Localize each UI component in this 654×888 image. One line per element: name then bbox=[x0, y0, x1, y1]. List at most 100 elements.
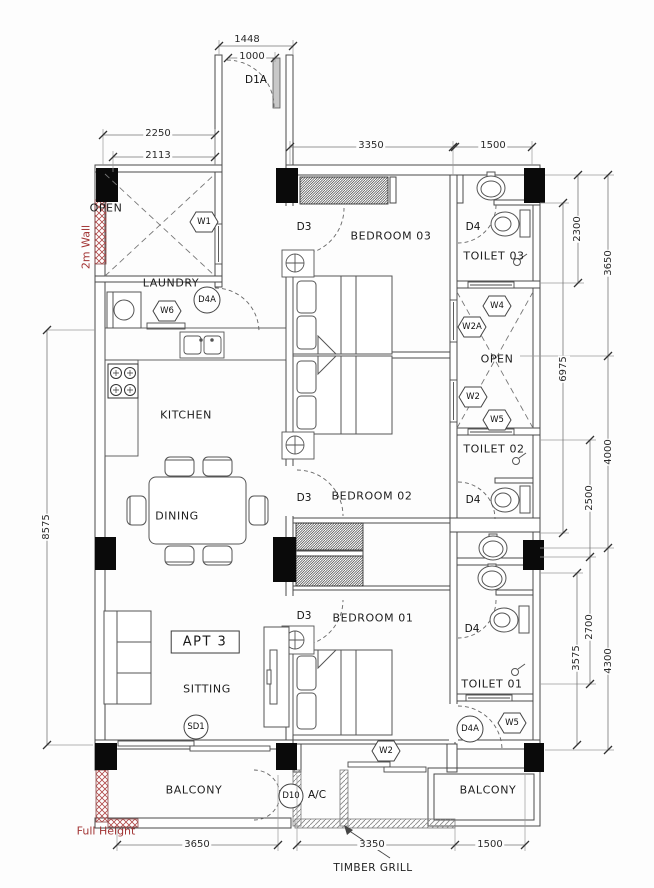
door-label-d4-toilet02: D4 bbox=[465, 493, 481, 506]
wc-toilet03 bbox=[490, 209, 531, 238]
structural-columns bbox=[95, 168, 545, 772]
door-swings bbox=[214, 59, 503, 821]
room-label-toilet01: TOILET 01 bbox=[461, 677, 523, 691]
basin-vanity-low bbox=[477, 563, 507, 591]
ac-label: A/C bbox=[307, 788, 327, 801]
dim-right-2300: 2300 bbox=[572, 215, 584, 243]
window-tag-w4: W4 bbox=[490, 300, 504, 311]
dim-topleft-outer: 2250 bbox=[143, 128, 173, 139]
circle-d4a-lobby bbox=[456, 715, 484, 743]
door-openings bbox=[284, 206, 458, 742]
note-full-height: Full Height bbox=[76, 824, 136, 838]
circle-d4a-laundry bbox=[193, 286, 221, 314]
shower-symbols bbox=[511, 253, 528, 676]
door-d4a-lobby-arc bbox=[457, 705, 503, 751]
sofa bbox=[103, 610, 152, 705]
window-tag-w2-bottom: W2 bbox=[379, 745, 393, 756]
bed-bedroom01 bbox=[292, 649, 393, 736]
room-label-balcony-right: BALCONY bbox=[459, 783, 517, 797]
wardrobes bbox=[295, 176, 389, 587]
basin-vanity-top bbox=[476, 171, 506, 201]
door-d10-arc-lower bbox=[253, 795, 281, 821]
dim-right-6975: 6975 bbox=[558, 355, 570, 383]
washing-machine bbox=[106, 291, 142, 329]
dim-right-4300: 4300 bbox=[603, 647, 615, 675]
dim-entry-inner: 1000 bbox=[237, 51, 267, 62]
room-label-open-right: OPEN bbox=[480, 352, 514, 366]
dim-bottom-1500: 1500 bbox=[475, 839, 505, 850]
bed-bedroom03 bbox=[292, 275, 393, 355]
kitchen-sink bbox=[179, 331, 225, 359]
sliding-door-sd1 bbox=[117, 740, 195, 747]
dim-left-overall: 8575 bbox=[41, 513, 53, 541]
dimension-ticks bbox=[42, 41, 613, 850]
room-label-bedroom01: BEDROOM 01 bbox=[332, 611, 414, 625]
window-tag-w1: W1 bbox=[197, 216, 211, 227]
dim-right-2500: 2500 bbox=[584, 484, 596, 512]
door-tag-d4a-laundry: D4A bbox=[198, 294, 216, 305]
door-d4a-laundry-arc bbox=[214, 287, 260, 333]
hex-w1 bbox=[189, 211, 219, 233]
basin-vanity-mid bbox=[478, 533, 508, 561]
apartment-unit-tag: APT 3 bbox=[170, 630, 240, 654]
dim-bottom-3650: 3650 bbox=[182, 839, 212, 850]
wc-toilet01 bbox=[489, 605, 530, 634]
dim-right-3575: 3575 bbox=[571, 644, 583, 672]
room-label-bedroom02: BEDROOM 02 bbox=[331, 489, 413, 503]
laundry-window bbox=[146, 322, 186, 330]
door-d4-toilet01-arc bbox=[457, 599, 497, 639]
door-tag-d10: D10 bbox=[282, 790, 300, 801]
room-label-toilet03: TOILET 03 bbox=[463, 249, 525, 263]
window-tag-w5-bottom: W5 bbox=[505, 717, 519, 728]
stove bbox=[107, 363, 139, 399]
dim-right-3650: 3650 bbox=[603, 249, 615, 277]
dim-top-bedrooms: 3350 bbox=[356, 140, 386, 151]
dining-set bbox=[126, 456, 269, 566]
room-label-bedroom03: BEDROOM 03 bbox=[350, 229, 432, 243]
hex-w4 bbox=[482, 295, 512, 317]
door-label-d3-bedroom01: D3 bbox=[296, 609, 312, 622]
door-d1a-leaf bbox=[272, 57, 281, 109]
dim-right-2700: 2700 bbox=[584, 613, 596, 641]
window-w2-bedroom01 bbox=[347, 761, 391, 768]
room-label-toilet02: TOILET 02 bbox=[463, 442, 525, 456]
door-label-d1a: D1A bbox=[245, 73, 267, 86]
hex-w2-bottom bbox=[371, 740, 401, 762]
door-d4-toilet03-arc bbox=[457, 204, 497, 244]
door-tag-sd1: SD1 bbox=[187, 721, 205, 732]
kitchen-counter bbox=[104, 327, 287, 457]
window-symbols bbox=[117, 223, 515, 773]
room-label-open-left: OPEN bbox=[89, 201, 123, 215]
circle-sd1 bbox=[183, 714, 209, 740]
dim-right-4000: 4000 bbox=[603, 438, 615, 466]
window-tag-w2a: W2A bbox=[462, 321, 482, 332]
hex-w6 bbox=[152, 300, 182, 322]
dim-topleft-inner: 2113 bbox=[143, 150, 173, 161]
note-2m-wall: 2m Wall bbox=[79, 224, 93, 270]
window-tag-hexagons bbox=[152, 211, 527, 762]
bed-bedroom02 bbox=[292, 355, 393, 435]
hatched-walls bbox=[94, 199, 139, 828]
door-tag-d4a-lobby: D4A bbox=[461, 723, 479, 734]
room-label-sitting: SITTING bbox=[183, 682, 231, 696]
hex-w5-open bbox=[482, 409, 512, 431]
door-d3-bedroom02-arc bbox=[296, 469, 344, 517]
dim-top-toilets: 1500 bbox=[478, 140, 508, 151]
dining-table bbox=[148, 476, 247, 545]
door-label-d4-toilet03: D4 bbox=[465, 220, 481, 233]
room-label-laundry: LAUNDRY bbox=[142, 276, 200, 290]
room-label-kitchen: KITCHEN bbox=[160, 408, 212, 422]
hex-w5-bottom bbox=[497, 712, 527, 734]
hex-w2a bbox=[457, 316, 487, 338]
hex-w2-open bbox=[458, 386, 488, 408]
door-label-d3-bedroom02: D3 bbox=[296, 491, 312, 504]
tv-unit bbox=[263, 626, 290, 728]
window-tag-w2-open: W2 bbox=[466, 391, 480, 402]
window-tag-w6: W6 bbox=[160, 305, 174, 316]
door-d1a-arc bbox=[226, 59, 275, 108]
door-d4-toilet02-arc bbox=[457, 481, 496, 520]
door-label-d3-bedroom03: D3 bbox=[296, 220, 312, 233]
full-height-wall-hatch bbox=[95, 769, 109, 823]
